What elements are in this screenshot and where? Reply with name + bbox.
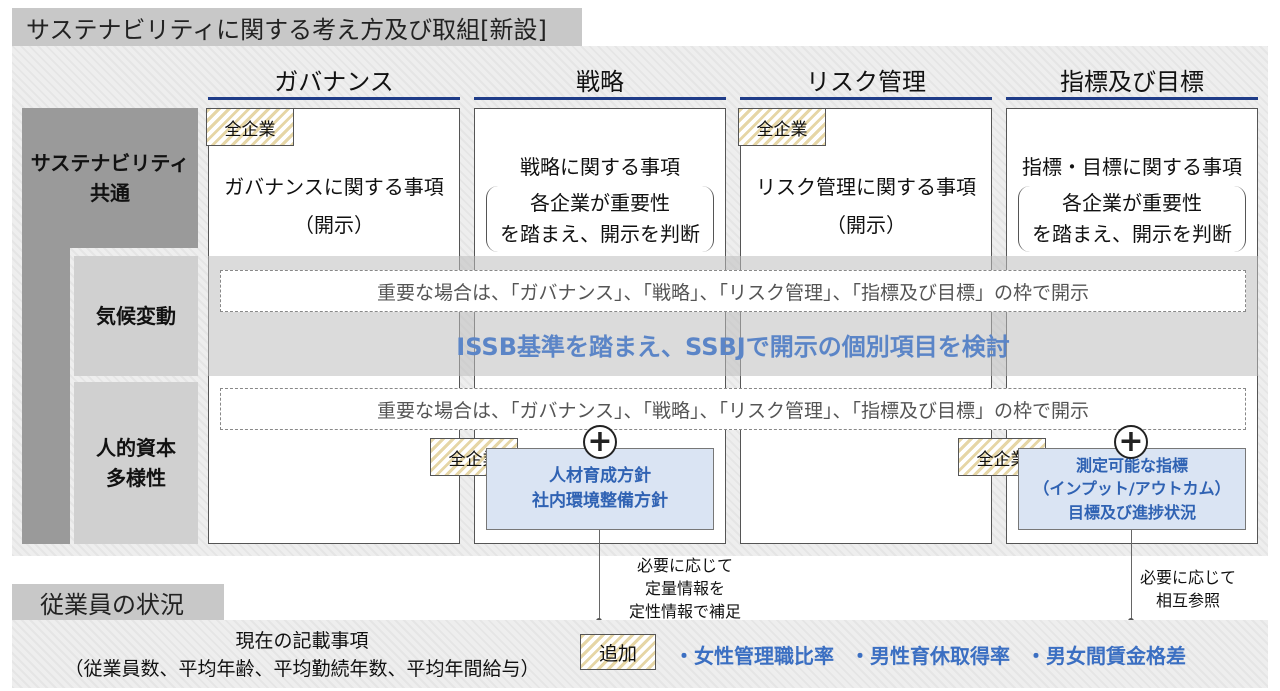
column-header-metrics: 指標及び目標 [1006,62,1258,100]
badge-all-companies-governance: 全企業 [206,108,294,146]
risk-line2: （開示） [826,213,906,237]
governance-line1: ガバナンスに関する事項 [224,175,444,199]
cross-reference-note: 必要に応じて 相互参照 [1139,568,1236,611]
plus-icon-metrics: + [1114,425,1148,459]
add-badge: 追加 [580,634,656,670]
badge-all-companies-risk: 全企業 [738,108,826,146]
added-metric-paternity-leave: ・男性育休取得率 [850,644,1010,668]
row-label-human-capital: 人的資本 多様性 [74,382,198,544]
connector-line-right [1131,530,1132,622]
current-disclosure-items: 現在の記載事項 （従業員数、平均年齢、平均勤続年数、平均年間給与） [64,630,540,680]
risk-text: リスク管理に関する事項 （開示） [740,168,992,244]
employee-status-background [12,620,1268,688]
column-header-governance: ガバナンス [208,62,460,100]
climate-disclosure-note: 重要な場合は、「ガバナンス」、「戦略」、「リスク管理」、「指標及び目標」の枠で開… [220,270,1246,312]
issb-ssbj-text: ISSB基準を踏まえ、SSBJで開示の個別項目を検討 [456,332,1010,361]
measurable-metrics-box: 測定可能な指標 （インプット/アウトカム） 目標及び進捗状況 [1018,448,1246,530]
supplement-note: 必要に応じて 定量情報を 定性情報で補足 [628,556,741,622]
added-metric-wage-gap: ・男女間賃金格差 [1026,644,1186,668]
added-metric-female-managers: ・女性管理職比率 [674,644,834,668]
connector-line-left [599,530,600,622]
metrics-title: 指標・目標に関する事項 [1022,155,1242,179]
governance-line2: （開示） [294,213,374,237]
added-metrics-list: ・女性管理職比率 ・男性育休取得率 ・男女間賃金格差 [674,640,1264,669]
strategy-title: 戦略に関する事項 [520,155,680,179]
human-capital-disclosure-note: 重要な場合は、「ガバナンス」、「戦略」、「リスク管理」、「指標及び目標」の枠で開… [220,388,1246,430]
employee-status-title: 従業員の状況 [12,584,224,620]
section-title: サステナビリティに関する考え方及び取組[新設] [12,8,582,46]
metrics-paren-note: 各企業が重要性 を踏まえ、開示を判断 [1018,186,1246,252]
plus-icon-strategy: + [583,425,617,459]
hr-policy-box: 人材育成方針 社内環境整備方針 [486,448,714,530]
risk-line1: リスク管理に関する事項 [756,175,976,199]
column-header-risk: リスク管理 [740,62,992,100]
column-header-strategy: 戦略 [474,62,726,100]
governance-text: ガバナンスに関する事項 （開示） [208,168,460,244]
strategy-paren-note: 各企業が重要性 を踏まえ、開示を判断 [486,186,714,252]
row-label-climate: 気候変動 [74,256,198,376]
row-label-common: サステナビリティ 共通 [22,108,198,248]
